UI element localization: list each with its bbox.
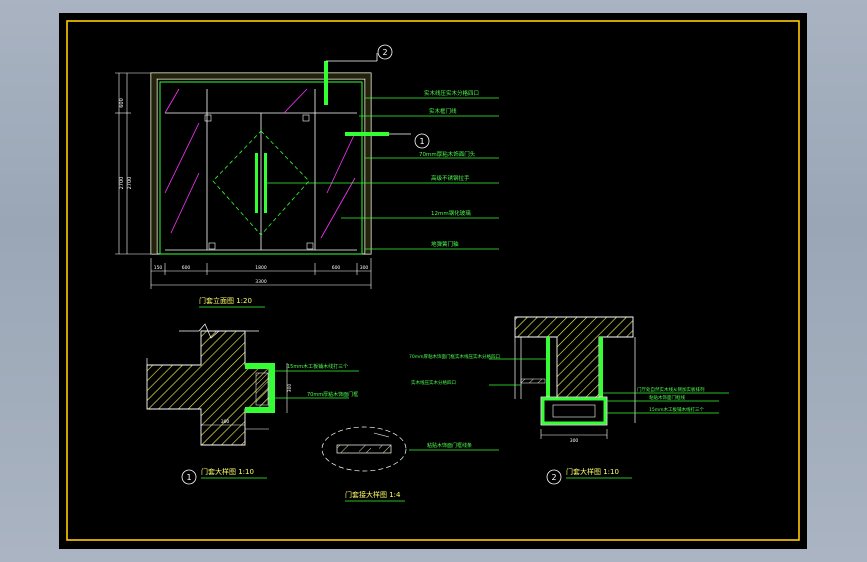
elevation-dim-bottom-4: 600 [332,265,341,271]
elevation-dim-left-2: 2700 [119,177,125,190]
elevation-dim-bottom-3: 1800 [255,265,267,271]
elevation-callout-2: 实木框门线 [429,107,457,115]
detail-2-title: 门套大样图 1:10 [566,467,619,476]
detail-1-callout-1: 15mm木工板铺木线打三个 [287,363,348,370]
section-marker-1 [345,132,389,136]
section-bubble-1-number: 1 [419,137,424,146]
drawing-frame [66,20,800,541]
detail-2-dim: 300 [570,438,579,444]
detail-2-callout-1: 70mm厚粘木饰面门框实木线压实木分格四口 [409,353,500,360]
detail-2-callout-2: 实木线压实木分格四口 [411,379,456,386]
elevation-dim-total: 3300 [255,279,267,285]
elevation-dim-bottom-1: 150 [154,265,163,271]
door-elevation: 2 1 实木线压实木分格四口 实木框门线 70mm厚粘木饰面门头 高级不锈钢拉手… [115,44,499,308]
detail-1-callout-2: 70mm厚粘木饰面门框 [307,391,358,398]
elevation-callout-6: 地弹簧门轴 [431,240,459,248]
detail-2-callout-5: 15mm木工板铺木线打三个 [649,406,704,413]
detail-1-title: 门套大样图 1:10 [201,467,254,476]
section-marker-2 [324,61,328,105]
elevation-callout-4: 高级不锈钢拉手 [431,174,470,182]
detail-2-callout-4: 粘贴木饰面门框线 [649,394,685,401]
elevation-callout-3: 70mm厚粘木饰面门头 [419,150,476,158]
elevation-dim-left-1: 600 [119,98,125,108]
elevation-title: 门套立面图 1:20 [199,296,252,305]
joint-detail: 粘贴木饰面门框线条 门套接大样图 1:4 [321,426,499,502]
section-bubble-2-number: 2 [382,48,387,57]
detail-2-number: 2 [551,473,556,482]
elevation-dim-bottom-2: 600 [182,265,191,271]
detail-2-callout-3: 门厅处自然实木线从侧加实板排列 [637,386,705,393]
joint-callout: 粘贴木饰面门框线条 [427,442,472,449]
detail-1-number: 1 [186,473,191,482]
elevation-callout-1: 实木线压实木分格四口 [424,89,479,97]
joint-title: 门套接大样图 1:4 [345,490,401,499]
section-bubble-1 [414,133,430,149]
detail-1-section: 300 300 15mm木工板铺木线打三个 70mm厚粘木饰面门框 1 门套大样… [146,323,359,485]
elevation-callout-5: 12mm钢化玻璃 [431,209,471,217]
elevation-dim-bottom-5: 300 [360,265,369,271]
detail-1-dim-2: 300 [221,419,230,425]
elevation-dim-left-3: 2700 [127,177,133,190]
detail-2-section: 70mm厚粘木饰面门框实木线压实木分格四口 实木线压实木分格四口 门厅处自然实木… [409,316,729,485]
section-bubble-2 [377,44,393,60]
detail-1-dim-1: 300 [287,384,293,393]
cad-viewport[interactable]: 2 1 实木线压实木分格四口 实木框门线 70mm厚粘木饰面门头 高级不锈钢拉手… [59,13,807,549]
cad-drawing: 2 1 实木线压实木分格四口 实木框门线 70mm厚粘木饰面门头 高级不锈钢拉手… [66,20,800,541]
